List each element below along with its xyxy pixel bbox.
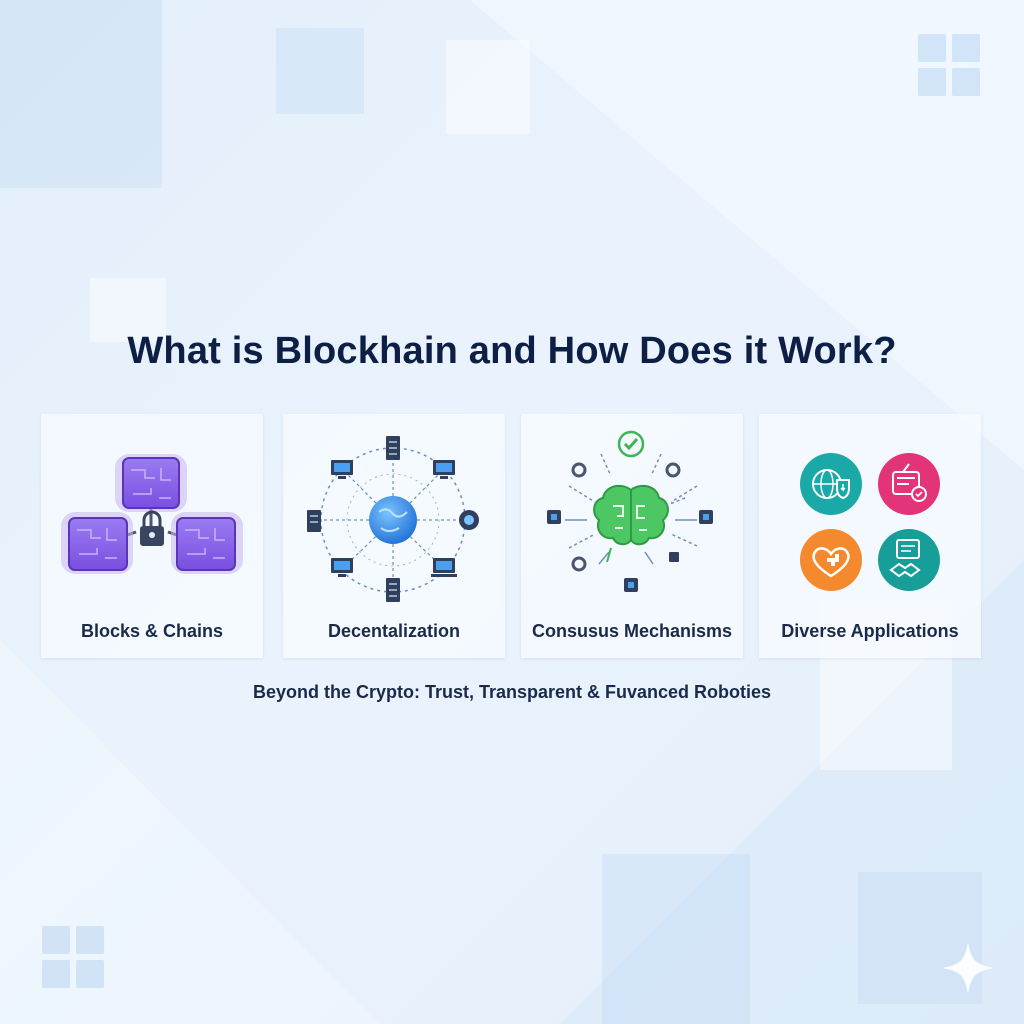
- sparkle-icon: [942, 942, 994, 994]
- background-square: [276, 28, 364, 114]
- card-label: Decentalization: [327, 621, 461, 641]
- background-square: [446, 40, 530, 134]
- background-square: [90, 278, 166, 342]
- grid-icon: [42, 926, 106, 990]
- card-decentralization: Decentalization: [283, 414, 505, 658]
- globe-network-icon: [307, 436, 479, 602]
- applications-icon: [800, 453, 940, 591]
- grid-icon: [918, 34, 982, 98]
- blocks-chain-lock-icon: [61, 454, 243, 574]
- card-label: Diverse Applications: [781, 621, 959, 641]
- page-title: What is Blockhain and How Does it Work?: [127, 330, 897, 372]
- card-consensus-mechanisms: Consusus Mechanisms: [521, 414, 743, 658]
- background-square: [0, 0, 162, 188]
- card-blocks-chains: Blocks & Chains: [41, 414, 263, 658]
- card-diverse-applications: Diverse Applications: [759, 414, 981, 658]
- page-subtitle: Beyond the Crypto: Trust, Transparent & …: [252, 682, 772, 702]
- background-square: [858, 872, 982, 1004]
- brain-consensus-icon: [547, 430, 713, 592]
- background-square: [602, 854, 750, 1024]
- card-label: Blocks & Chains: [80, 621, 224, 641]
- card-label: Consusus Mechanisms: [531, 621, 733, 641]
